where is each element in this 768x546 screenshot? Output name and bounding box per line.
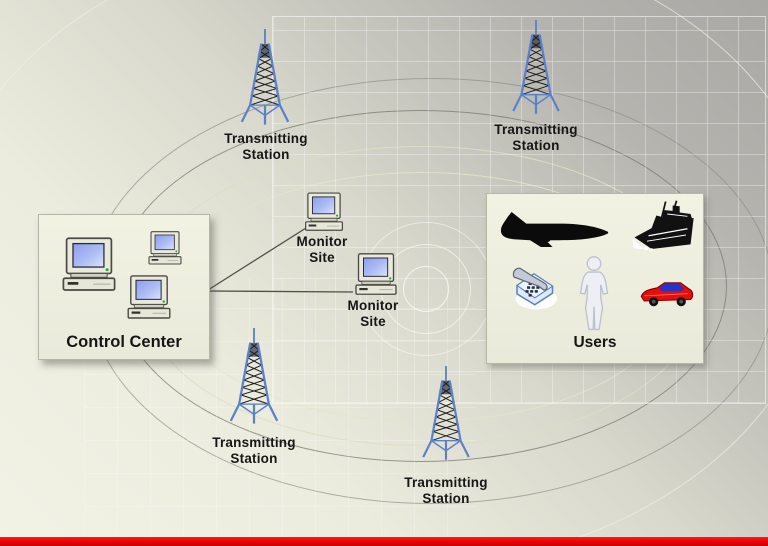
control-center-label: Control Center — [66, 333, 182, 351]
bottom-accent-bar — [0, 537, 768, 546]
station-label-line: Station — [230, 450, 278, 466]
monitor-site-label-1: Monitor Site — [272, 234, 372, 266]
desktop-computer-icon — [145, 231, 185, 267]
car-icon — [637, 274, 695, 309]
ship-icon — [625, 200, 697, 256]
users-label: Users — [573, 334, 617, 351]
radio-tower-icon — [222, 328, 286, 432]
radio-tower-icon — [414, 366, 478, 468]
desktop-computer-icon — [301, 192, 347, 234]
station-label-bottom-middle: Transmitting Station — [381, 475, 511, 507]
radio-tower-icon — [233, 29, 297, 133]
station-label-line: Transmitting — [494, 122, 578, 137]
station-label-line: Station — [512, 137, 560, 153]
station-label-top-right: Transmitting Station — [471, 122, 601, 154]
monitor-label-line: Site — [360, 313, 386, 329]
airplane-icon — [497, 210, 612, 249]
station-label-line: Transmitting — [224, 131, 308, 146]
monitor-site-label-2: Monitor Site — [323, 298, 423, 330]
telephone-icon — [507, 262, 561, 312]
station-label-line: Station — [422, 490, 470, 506]
desktop-computer-icon — [123, 275, 175, 322]
monitor-label-line: Monitor — [347, 298, 399, 313]
station-label-line: Station — [242, 146, 290, 162]
station-label-top-left: Transmitting Station — [201, 131, 331, 163]
monitor-label-line: Site — [309, 249, 335, 265]
desktop-computer-icon — [351, 253, 401, 298]
desktop-computer-icon — [57, 237, 121, 295]
person-icon — [577, 256, 611, 332]
control-center-box: Control Center — [38, 214, 210, 360]
station-label-line: Transmitting — [212, 435, 296, 450]
radio-tower-icon — [504, 20, 568, 122]
monitor-label-line: Monitor — [296, 234, 348, 249]
users-box: Users — [486, 193, 704, 364]
station-label-line: Transmitting — [404, 475, 488, 490]
station-label-bottom-left: Transmitting Station — [189, 435, 319, 467]
